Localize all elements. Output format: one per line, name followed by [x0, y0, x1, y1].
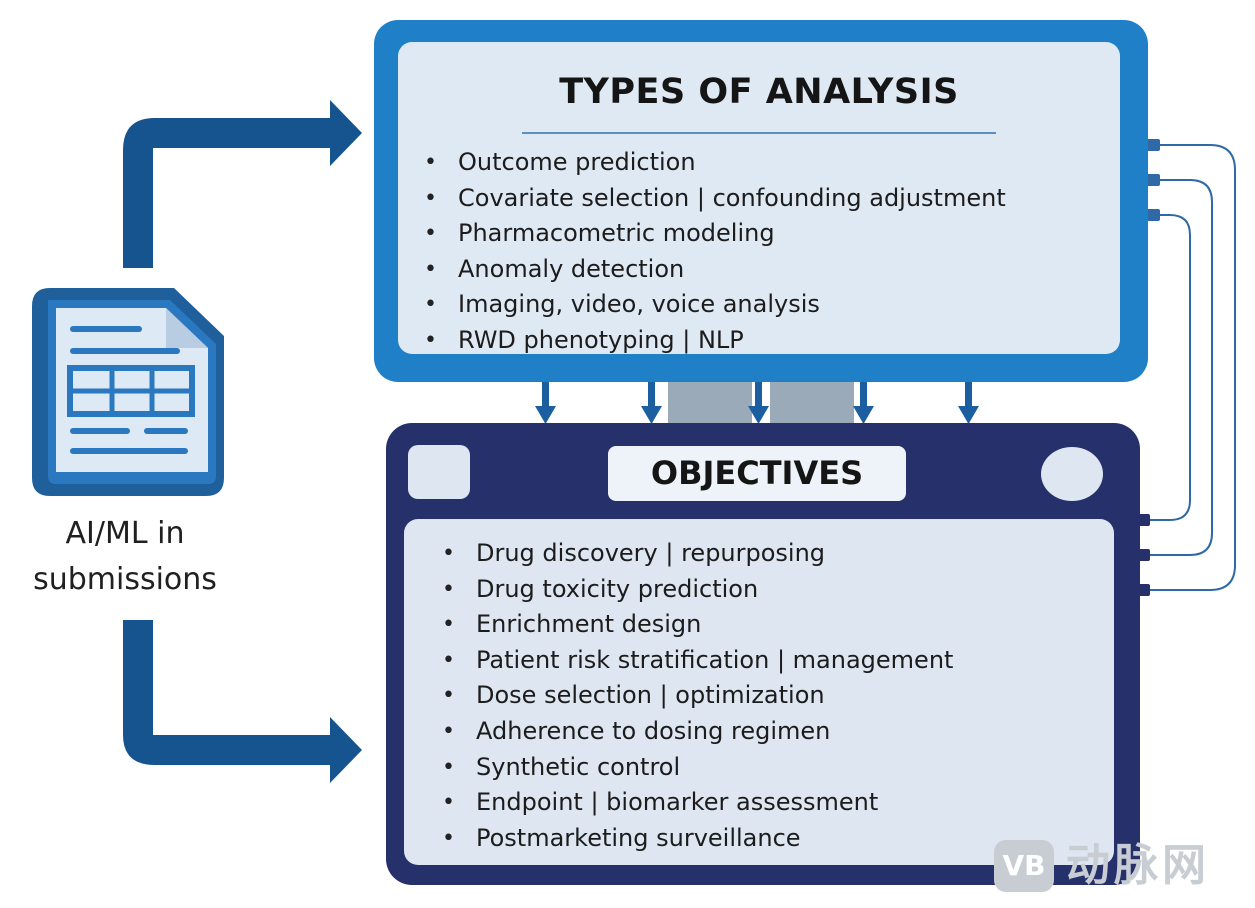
objectives-box: OBJECTIVES Drug discovery | repurposing … — [386, 423, 1140, 885]
watermark-text: 动脉网 — [1066, 840, 1210, 891]
analysis-list: Outcome prediction Covariate selection |… — [424, 145, 1006, 358]
arrow-to-objectives — [123, 620, 362, 783]
down-arrow — [748, 378, 769, 424]
connector-band-right — [770, 378, 854, 426]
objective-item: Enrichment design — [442, 607, 953, 643]
watermark-logo: VB — [994, 840, 1054, 892]
types-of-analysis-box: TYPES OF ANALYSIS Outcome prediction Cov… — [374, 20, 1148, 382]
down-arrow — [535, 378, 556, 424]
analysis-item: RWD phenotyping | NLP — [424, 323, 1006, 359]
connector-tab — [1146, 209, 1160, 221]
connector-tab — [1146, 139, 1160, 151]
objectives-title: OBJECTIVES — [608, 446, 906, 501]
arrow-to-analysis — [123, 100, 362, 268]
types-of-analysis-panel: TYPES OF ANALYSIS Outcome prediction Cov… — [398, 42, 1120, 358]
title-divider — [522, 132, 996, 134]
analysis-item: Imaging, video, voice analysis — [424, 287, 1006, 323]
analysis-item: Anomaly detection — [424, 252, 1006, 288]
decorative-circle — [1041, 447, 1103, 501]
document-icon — [22, 278, 234, 504]
objective-item: Drug toxicity prediction — [442, 572, 953, 608]
side-connector — [1145, 144, 1236, 591]
types-of-analysis-title: TYPES OF ANALYSIS — [559, 72, 959, 112]
objective-item: Adherence to dosing regimen — [442, 714, 953, 750]
down-arrow — [853, 378, 874, 424]
connector-tab — [1146, 174, 1160, 186]
side-connector — [1145, 214, 1191, 521]
down-arrow — [958, 378, 979, 424]
watermark: VB 动脉网 — [994, 836, 1244, 896]
analysis-item: Outcome prediction — [424, 145, 1006, 181]
decorative-square — [408, 445, 470, 499]
objective-item: Dose selection | optimization — [442, 678, 953, 714]
objectives-panel: Drug discovery | repurposing Drug toxici… — [404, 519, 1114, 865]
source-label-line2: submissions — [33, 562, 217, 597]
side-connector — [1145, 179, 1213, 556]
objective-item: Patient risk stratification | management — [442, 643, 953, 679]
analysis-item: Covariate selection | confounding adjust… — [424, 181, 1006, 217]
objective-item: Drug discovery | repurposing — [442, 536, 953, 572]
source-label-line1: AI/ML in — [65, 516, 185, 551]
objective-item: Postmarketing surveillance — [442, 821, 953, 857]
down-arrow — [641, 378, 662, 424]
analysis-item: Pharmacometric modeling — [424, 216, 1006, 252]
objective-item: Endpoint | biomarker assessment — [442, 785, 953, 821]
objectives-list: Drug discovery | repurposing Drug toxici… — [442, 536, 953, 856]
connector-band-left — [668, 378, 752, 426]
objective-item: Synthetic control — [442, 750, 953, 786]
